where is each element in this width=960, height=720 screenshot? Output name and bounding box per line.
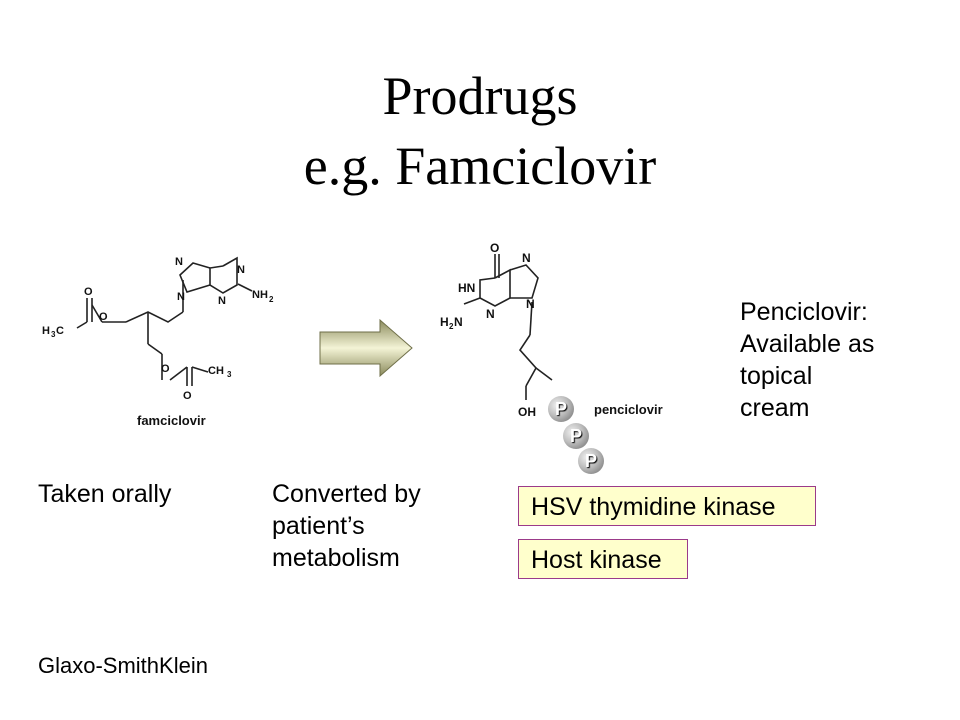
- penciclovir-note-line: Penciclovir:: [740, 298, 868, 326]
- conversion-arrow: [319, 318, 413, 378]
- penciclovir-caption: penciclovir: [594, 402, 663, 417]
- atom-label: N: [218, 295, 226, 307]
- atom-label: N: [175, 256, 183, 268]
- atom-label: OH: [518, 405, 536, 419]
- credit-label: Glaxo-SmithKlein: [38, 653, 208, 678]
- slide-title: Prodrugs: [382, 66, 578, 126]
- taken-orally-label: Taken orally: [38, 480, 172, 508]
- atom-label: O: [99, 311, 108, 323]
- penciclovir-note-line: Available as: [740, 330, 875, 358]
- atom-label: C: [56, 325, 64, 337]
- atom-subscript: 3: [51, 330, 56, 339]
- atom-label: CH: [208, 365, 224, 377]
- atom-label: N: [454, 315, 463, 329]
- atom-label: HN: [458, 281, 475, 295]
- atom-label: O: [161, 363, 170, 375]
- atom-subscript: 2: [449, 322, 454, 331]
- atom-label: NH: [252, 289, 268, 301]
- phosphate-3-icon: P: [578, 448, 604, 474]
- hsv-thymidine-kinase-box: HSV thymidine kinase: [518, 486, 816, 526]
- atom-subscript: 2: [269, 295, 274, 304]
- conversion-label-line: Converted by: [272, 480, 421, 508]
- penciclovir-structure: O HN N N N H 2 N OH penciclovir: [440, 241, 663, 419]
- famciclovir-caption: famciclovir: [137, 413, 206, 428]
- atom-label: H: [42, 325, 50, 337]
- atom-label: N: [177, 291, 185, 303]
- penciclovir-note-line: topical: [740, 362, 813, 390]
- atom-label: O: [84, 286, 93, 298]
- penciclovir-note: Penciclovir: Available as topical cream: [740, 296, 874, 424]
- conversion-label-line: patient’s: [272, 512, 365, 540]
- conversion-label-line: metabolism: [272, 544, 400, 572]
- atom-subscript: 3: [227, 370, 232, 379]
- phosphate-2-icon: P: [563, 423, 589, 449]
- conversion-label: Converted by patient’s metabolism: [272, 478, 421, 574]
- host-kinase-box: Host kinase: [518, 539, 688, 579]
- famciclovir-structure: N N N N NH 2 O O H 3 C O O CH 3 famciclo…: [42, 256, 274, 428]
- atom-label: H: [440, 315, 449, 329]
- atom-label: O: [183, 390, 192, 402]
- phosphate-1-icon: P: [548, 396, 574, 422]
- atom-label: O: [490, 241, 499, 255]
- atom-label: N: [522, 251, 531, 265]
- slide-subtitle: e.g. Famciclovir: [303, 136, 657, 196]
- atom-label: N: [526, 297, 535, 311]
- penciclovir-note-line: cream: [740, 394, 810, 422]
- atom-label: N: [237, 264, 245, 276]
- atom-label: N: [486, 307, 495, 321]
